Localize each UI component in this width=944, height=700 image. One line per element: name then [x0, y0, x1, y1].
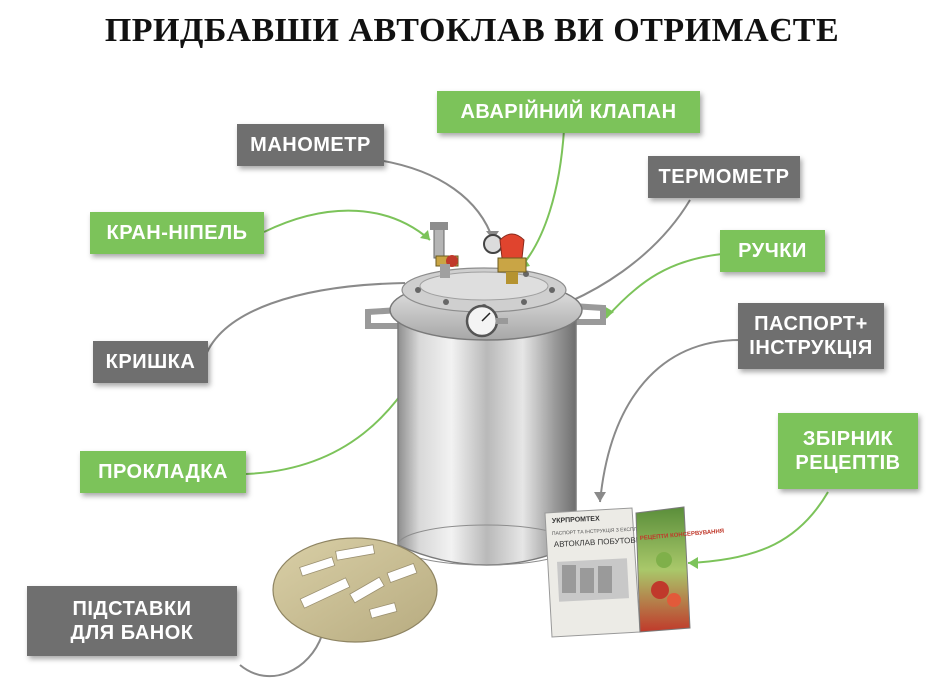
label-stands-line1: ПІДСТАВКИ [72, 598, 192, 620]
label-thermometer: ТЕРМОМЕТР [648, 156, 800, 198]
booklet-brand: УКРПРОМТЕХ [552, 515, 600, 525]
label-handles: РУЧКИ [720, 230, 825, 272]
label-nipple-valve: КРАН-НІПЕЛЬ [90, 212, 264, 254]
recipes-booklet: РЕЦЕПТИ КОНСЕРВУВАННЯ [635, 506, 724, 633]
page-title: ПРИДБАВШИ АВТОКЛАВ ВИ ОТРИМАЄТЕ [104, 12, 840, 49]
label-gasket: ПРОКЛАДКА [80, 451, 246, 493]
label-jar-stands: ПІДСТАВКИ ДЛЯ БАНОК [27, 586, 237, 656]
passport-booklet: УКРПРОМТЕХ ПАСПОРТ ТА ІНСТРУКЦІЯ З ЕКСПЛ… [544, 507, 656, 638]
jar-stand-plate [272, 537, 438, 643]
label-recipes-line1: ЗБІРНИК [802, 428, 894, 450]
label-lid: КРИШКА [93, 341, 208, 383]
label-passport-line1: ПАСПОРТ+ [754, 313, 868, 335]
label-stands-line2: ДЛЯ БАНОК [70, 622, 194, 644]
label-safety-valve: АВАРІЙНИЙ КЛАПАН [437, 91, 700, 133]
label-passport-line2: ІНСТРУКЦІЯ [749, 337, 873, 359]
label-recipe-collection: ЗБІРНИК РЕЦЕПТІВ [778, 413, 918, 489]
label-recipes-line2: РЕЦЕПТІВ [795, 452, 901, 474]
label-passport-instruction: ПАСПОРТ+ ІНСТРУКЦІЯ [738, 303, 884, 369]
label-manometer: МАНОМЕТР [237, 124, 384, 166]
connector-lines [203, 129, 829, 678]
